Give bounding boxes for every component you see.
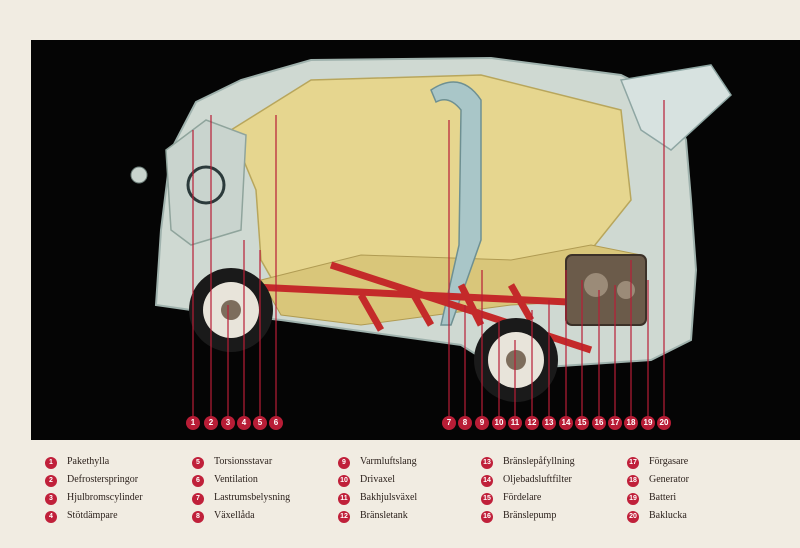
legend-item: 8 Växellåda — [192, 509, 332, 527]
legend-number: 12 — [338, 511, 350, 523]
callout-marker: 12 — [525, 416, 539, 430]
legend-label: Stötdämpare — [67, 510, 118, 521]
callout-marker: 4 — [237, 416, 251, 430]
legend-label: Batteri — [649, 492, 677, 503]
legend-number: 15 — [481, 493, 493, 505]
callout-marker: 17 — [608, 416, 622, 430]
legend-item: 18 Generator — [627, 473, 767, 491]
legend-number: 8 — [192, 511, 204, 523]
legend-number: 4 — [45, 511, 57, 523]
legend-number: 6 — [192, 475, 204, 487]
legend-column: 13 Bränslepåfyllning 14 Oljebadsluftfilter… — [481, 455, 621, 527]
callout-marker: 5 — [253, 416, 267, 430]
legend-column: 17 Förgasare 18 Generator 19 Batteri 20 Bakl… — [627, 455, 767, 527]
legend-label: Generator — [649, 474, 689, 485]
callout-marker: 18 — [624, 416, 638, 430]
legend-item: 6 Ventilation — [192, 473, 332, 491]
legend-item: 13 Bränslepåfyllning — [481, 455, 621, 473]
legend-item: 4 Stötdämpare — [45, 509, 185, 527]
legend-item: 1 Pakethylla — [45, 455, 185, 473]
callout-marker: 8 — [458, 416, 472, 430]
legend-item: 7 Lastrumsbelysning — [192, 491, 332, 509]
legend-label: Varmluftslang — [360, 456, 417, 467]
callout-marker: 19 — [641, 416, 655, 430]
legend-column: 5 Torsionsstavar 6 Ventilation 7 Lastrumsbe… — [192, 455, 332, 527]
legend-item: 5 Torsionsstavar — [192, 455, 332, 473]
callout-leader-lines — [192, 100, 665, 416]
legend-label: Torsionsstavar — [214, 456, 273, 467]
legend-number: 20 — [627, 511, 639, 523]
legend-label: Baklucka — [649, 510, 687, 521]
legend-label: Hjulbromscylinder — [67, 492, 143, 503]
legend-label: Bränsletank — [360, 510, 408, 521]
legend-number: 18 — [627, 475, 639, 487]
legend-item: 3 Hjulbromscylinder — [45, 491, 185, 509]
callout-marker: 7 — [442, 416, 456, 430]
legend-item: 20 Baklucka — [627, 509, 767, 527]
legend-number: 7 — [192, 493, 204, 505]
legend-label: Bränslepåfyllning — [503, 456, 575, 467]
legend-number: 3 — [45, 493, 57, 505]
parts-legend: 1 Pakethylla 2 Defrosterspringor 3 Hjulbrom… — [0, 455, 800, 548]
legend-column: 1 Pakethylla 2 Defrosterspringor 3 Hjulbrom… — [45, 455, 185, 527]
legend-label: Pakethylla — [67, 456, 110, 467]
legend-number: 16 — [481, 511, 493, 523]
legend-label: Oljebadsluftfilter — [503, 474, 572, 485]
legend-label: Drivaxel — [360, 474, 395, 485]
callout-marker: 16 — [592, 416, 606, 430]
legend-number: 9 — [338, 457, 350, 469]
legend-label: Bakhjulsväxel — [360, 492, 418, 503]
legend-label: Bränslepump — [503, 510, 557, 521]
legend-item: 17 Förgasare — [627, 455, 767, 473]
legend-item: 10 Drivaxel — [338, 473, 478, 491]
legend-label: Defrosterspringor — [67, 474, 139, 485]
legend-number: 2 — [45, 475, 57, 487]
rear-hatch — [619, 64, 732, 151]
legend-item: 16 Bränslepump — [481, 509, 621, 527]
illustration-panel: 1 2 3 4 5 6 7 8 9 10 11 12 13 14 15 16 1… — [31, 40, 800, 440]
callout-marker: 20 — [657, 416, 671, 430]
callout-marker: 14 — [559, 416, 573, 430]
legend-number: 10 — [338, 475, 350, 487]
callout-marker: 9 — [475, 416, 489, 430]
legend-item: 19 Batteri — [627, 491, 767, 509]
legend-label: Fördelare — [503, 492, 542, 503]
callout-marker: 3 — [221, 416, 235, 430]
rear-wheel — [474, 318, 558, 402]
legend-column: 9 Varmluftslang 10 Drivaxel 11 Bakhjulsväxe… — [338, 455, 478, 527]
callout-marker: 15 — [575, 416, 589, 430]
cab-area — [165, 119, 247, 246]
legend-item: 14 Oljebadsluftfilter — [481, 473, 621, 491]
legend-item: 11 Bakhjulsväxel — [338, 491, 478, 509]
van-cutaway-illustration — [130, 56, 732, 416]
legend-number: 5 — [192, 457, 204, 469]
legend-item: 9 Varmluftslang — [338, 455, 478, 473]
legend-number: 14 — [481, 475, 493, 487]
side-mirror — [130, 166, 148, 184]
legend-number: 11 — [338, 493, 350, 505]
legend-number: 13 — [481, 457, 493, 469]
callout-marker: 6 — [269, 416, 283, 430]
legend-label: Förgasare — [649, 456, 689, 467]
legend-item: 2 Defrosterspringor — [45, 473, 185, 491]
legend-label: Växellåda — [214, 510, 255, 521]
callout-marker: 10 — [492, 416, 506, 430]
legend-number: 17 — [627, 457, 639, 469]
legend-number: 19 — [627, 493, 639, 505]
callout-marker: 1 — [186, 416, 200, 430]
callout-marker: 11 — [508, 416, 522, 430]
legend-label: Ventilation — [214, 474, 258, 485]
legend-label: Lastrumsbelysning — [214, 492, 291, 503]
callout-marker: 13 — [542, 416, 556, 430]
legend-item: 15 Fördelare — [481, 491, 621, 509]
front-wheel — [189, 268, 273, 352]
side-pillar — [430, 81, 482, 326]
callout-marker: 2 — [204, 416, 218, 430]
legend-number: 1 — [45, 457, 57, 469]
legend-item: 12 Bränsletank — [338, 509, 478, 527]
